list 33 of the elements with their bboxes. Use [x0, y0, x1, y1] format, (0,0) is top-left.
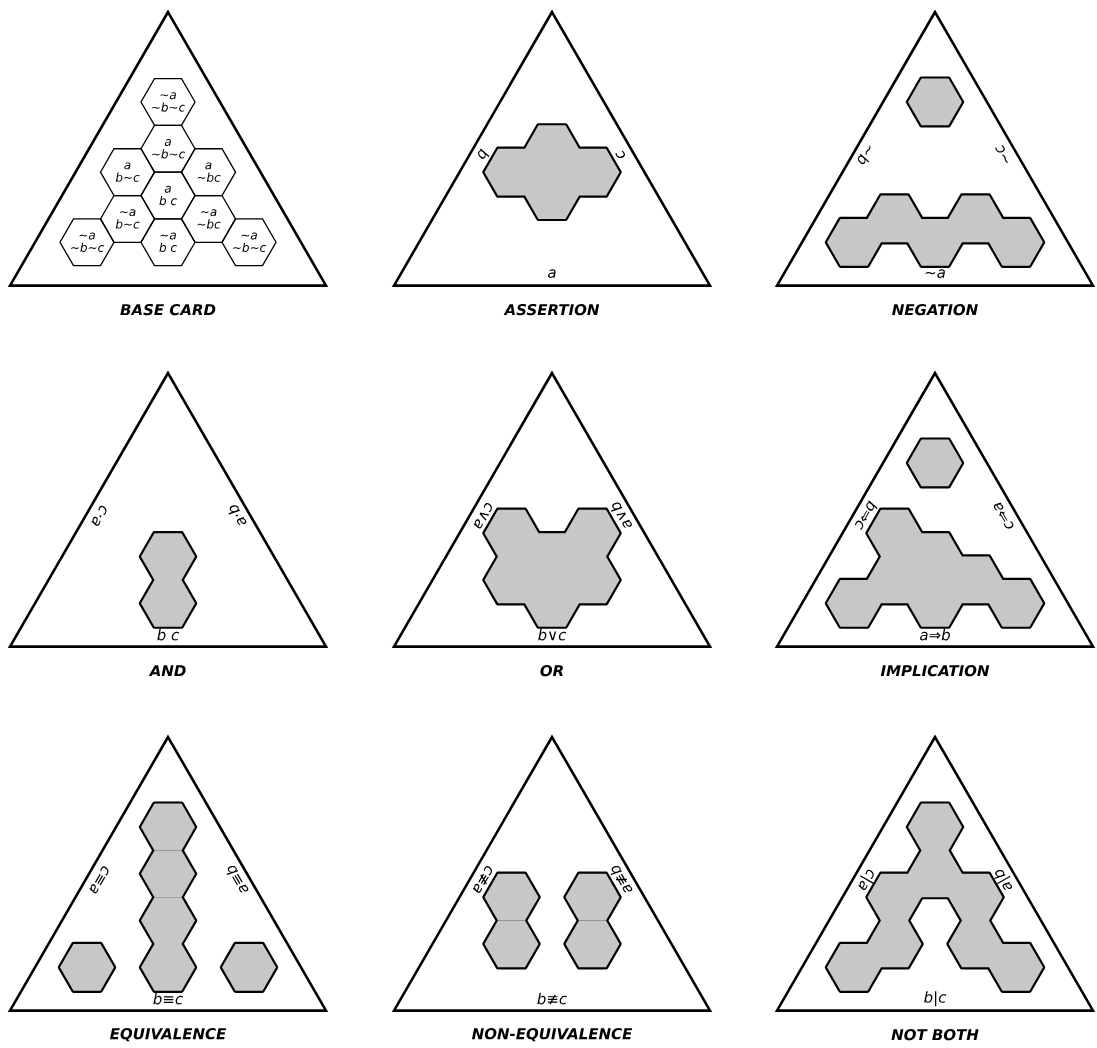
hexagon-cell: ~a b c [140, 218, 196, 267]
side-label: c [615, 150, 625, 159]
hexagon-cell: ~a ~b~c [59, 218, 115, 267]
card-caption: AND [148, 665, 186, 677]
side-label: a|b [993, 869, 1013, 890]
side-label: c|a [858, 869, 874, 891]
card-caption: NON-EQUIVALENCE [472, 1028, 633, 1042]
side-label: b [478, 148, 490, 159]
side-label: b∨c [538, 628, 567, 641]
card-caption: NEGATION [892, 304, 978, 316]
card-caption: ASSERTION [503, 304, 600, 316]
hexagon-cell: ~a b~c [99, 194, 156, 243]
card-caption: OR [540, 665, 563, 677]
side-label: b≢c [537, 992, 567, 1005]
hexagon-cell: a b c [140, 171, 196, 220]
side-label: ~c [995, 145, 1009, 163]
card-caption: IMPLICATION [880, 665, 990, 677]
card-caption: NOT BOTH [891, 1029, 979, 1041]
side-label: ~a [925, 269, 945, 278]
hexagon-cell: ~a ~b~c [221, 218, 277, 267]
side-label: c·a [91, 505, 107, 526]
side-label: a [548, 269, 556, 278]
side-label: a·b [228, 505, 247, 526]
card-caption: BASE CARD [120, 304, 216, 316]
hexagon-cell: ~a ~bc [180, 194, 237, 243]
card-caption: EQUIVALENCE [110, 1028, 227, 1042]
side-label: b c [157, 628, 180, 641]
hexagon-cell: ~a ~b~c [140, 77, 196, 127]
side-label: b|c [924, 991, 947, 1007]
side-label: ~b [857, 145, 871, 165]
hexagon-cell: a ~b~c [140, 124, 196, 173]
side-label: a⇒b [920, 628, 950, 641]
side-label: b≡c [153, 992, 183, 1005]
